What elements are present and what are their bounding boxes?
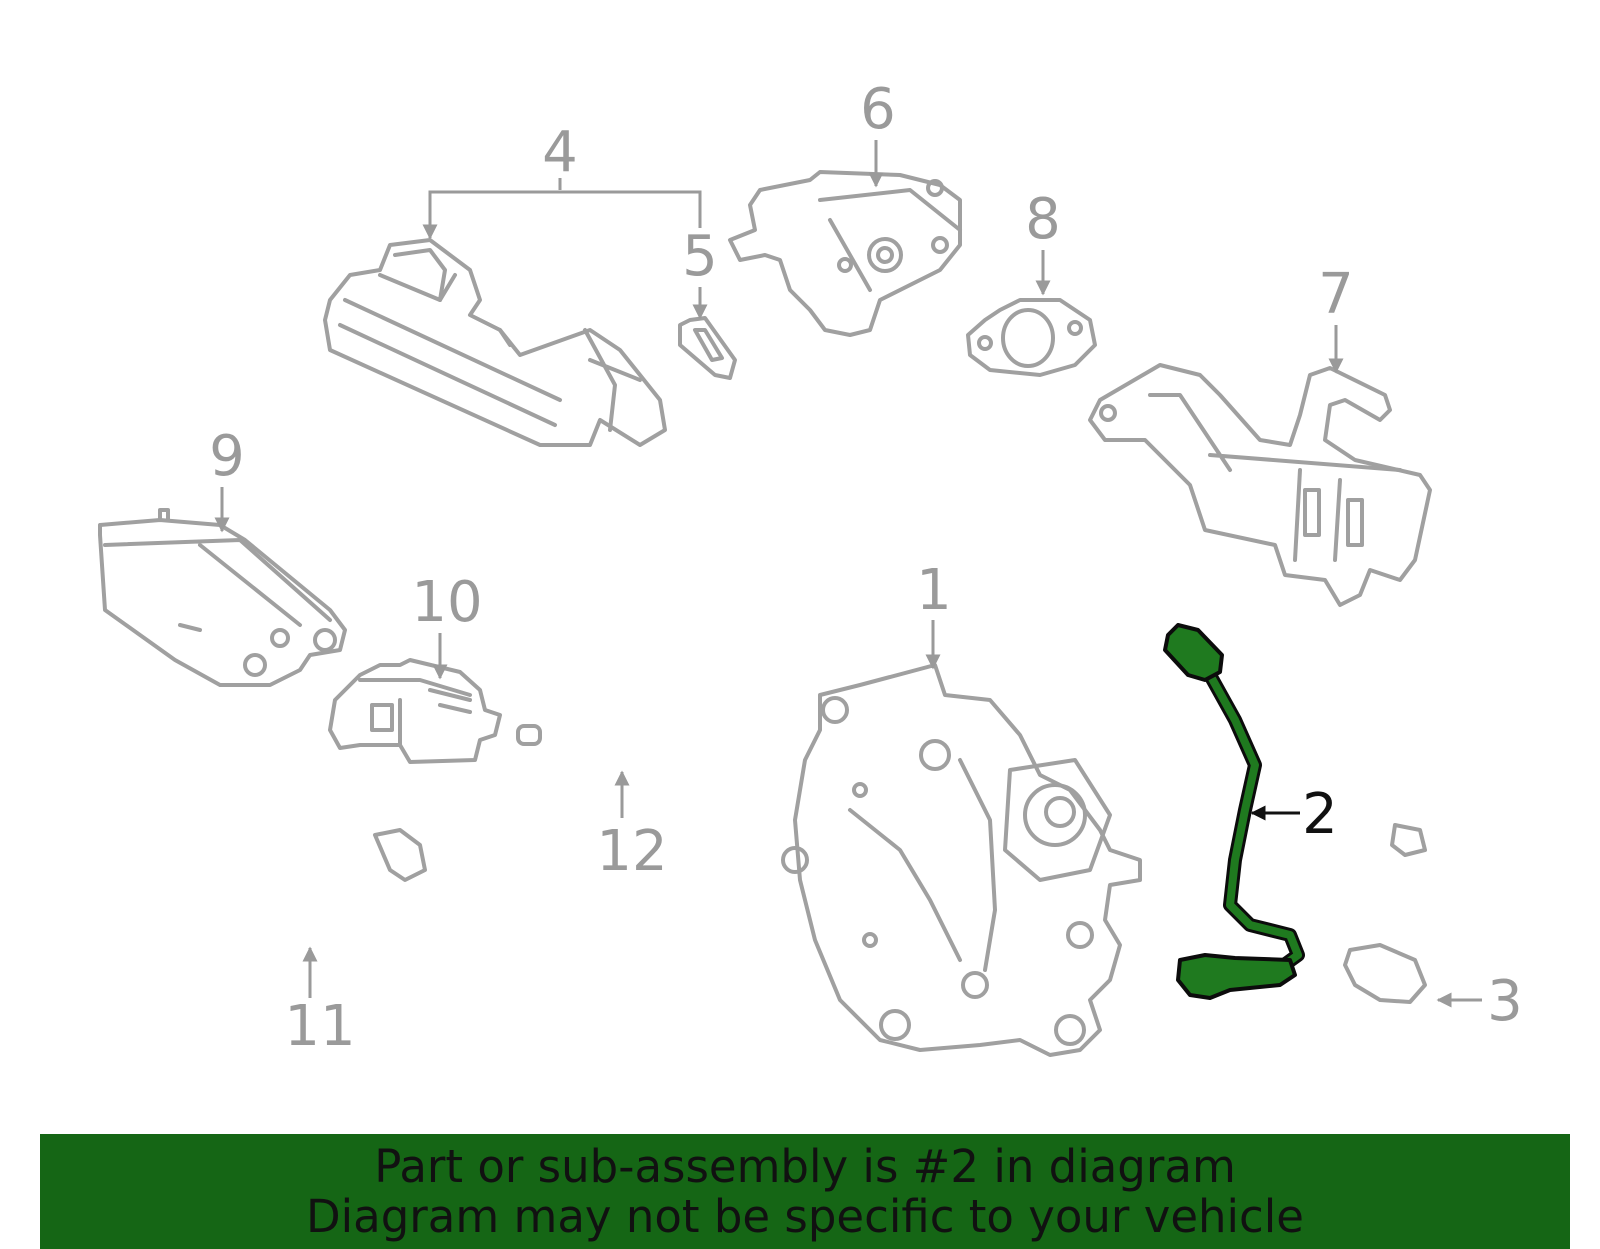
banner-line-1: Part or sub-assembly is #2 in diagram	[374, 1140, 1236, 1193]
part-12-hose[interactable]	[516, 724, 716, 794]
part-4-egr-cooler[interactable]	[323, 238, 667, 447]
callout-3: 3	[1487, 969, 1523, 1034]
part-7-egr-pipe[interactable]	[1088, 363, 1432, 607]
info-banner: Part or sub-assembly is #2 in diagram Di…	[40, 1134, 1570, 1249]
part-5-gasket[interactable]	[678, 316, 737, 380]
callout-11: 11	[284, 994, 355, 1059]
callout-2: 2	[1302, 782, 1338, 847]
part-1-vacuum-pump[interactable]	[781, 663, 1142, 1057]
callout-1: 1	[916, 558, 952, 623]
part-9-canister[interactable]	[98, 508, 347, 687]
parts-diagram: 4 5 6 8 7 9 10 1 12 11 2 3	[98, 77, 1523, 1059]
banner-line-2: Diagram may not be specific to your vehi…	[306, 1190, 1304, 1243]
callout-12: 12	[596, 819, 667, 884]
callout-4: 4	[542, 120, 578, 185]
callout-6: 6	[860, 77, 896, 142]
callout-5: 5	[682, 224, 718, 289]
callout-numbers: 4 5 6 8 7 9 10 1 12 11 2 3	[209, 77, 1523, 1059]
part-8-gasket[interactable]	[966, 298, 1097, 377]
callout-8: 8	[1025, 187, 1061, 252]
part-3-sensor[interactable]	[1343, 823, 1483, 1004]
callout-7: 7	[1318, 262, 1354, 327]
part-10-purge-valve[interactable]	[328, 658, 502, 764]
part-2-oxygen-sensor[interactable]	[1163, 623, 1305, 1000]
callout-9: 9	[209, 424, 245, 489]
part-11-hose[interactable]	[155, 828, 427, 935]
part-6-egr-valve[interactable]	[728, 170, 962, 337]
leader-lines	[214, 140, 1482, 1008]
callout-10: 10	[411, 570, 482, 635]
